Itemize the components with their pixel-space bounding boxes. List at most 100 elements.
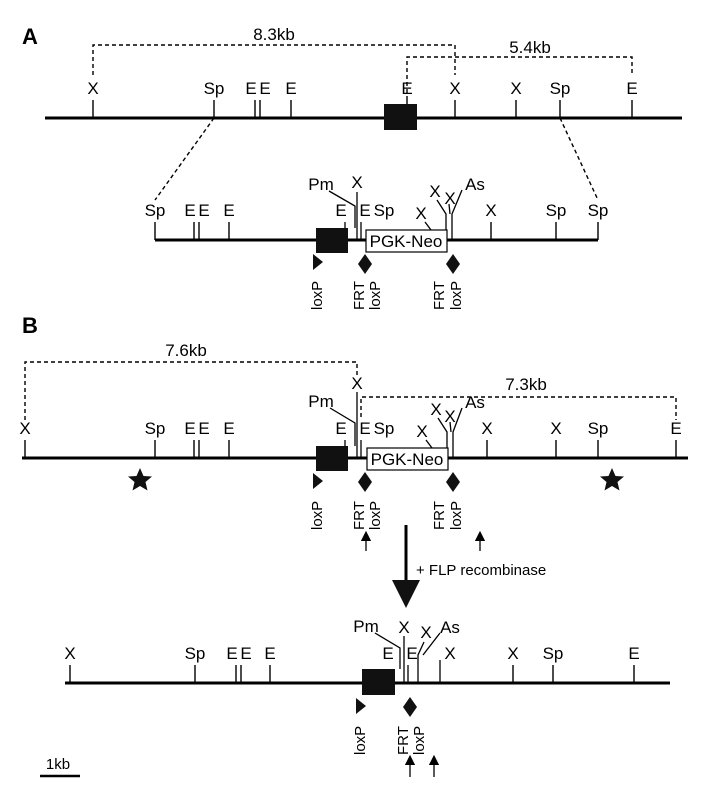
element-label: loxP (367, 281, 384, 310)
flp-arrow-head (392, 580, 420, 608)
site-label: X (507, 644, 518, 663)
site-label: X (444, 407, 455, 426)
loxp-triangle (313, 473, 323, 489)
loxp-triangle (356, 698, 366, 714)
cassette-label: PGK-Neo (370, 232, 443, 251)
site-label: E (626, 79, 637, 98)
site-label: E (184, 201, 195, 220)
scale-bar: 1kb (40, 756, 80, 778)
site-label: Pm (308, 175, 334, 194)
projection-line-right (559, 117, 599, 201)
pgk-neo-cassette (366, 447, 449, 471)
element-label: loxP (352, 726, 369, 755)
site-label: E (359, 419, 370, 438)
site-label: X (351, 374, 362, 393)
element-label: loxP (411, 726, 428, 755)
site-label: As (440, 618, 460, 637)
site-label: E (628, 644, 639, 663)
flp-recombinase-label: + FLP recombinase (416, 562, 546, 579)
site-label: Sp (543, 644, 564, 663)
site-label: E (406, 644, 417, 663)
panel-a-letter: A (22, 24, 38, 49)
element-label: loxP (309, 281, 326, 310)
site-label: As (465, 175, 485, 194)
site-label: Sp (145, 419, 166, 438)
element-label: loxP (448, 281, 465, 310)
site-label: Sp (145, 201, 166, 220)
bracket-8-3kb (92, 44, 456, 75)
distance-label-8-3kb: 8.3kb (253, 25, 295, 44)
bracket-5-4kb (406, 56, 633, 100)
frt-diamond (446, 254, 460, 274)
site-label: Sp (588, 201, 609, 220)
targeted-sites: X Sp E E E Pm X E E Sp X X As X (19, 374, 682, 458)
element-label: FRT (351, 281, 368, 310)
site-label: Sp (550, 79, 571, 98)
site-label: Sp (374, 419, 395, 438)
targeting-vector: PGK-Neo Sp E E E Pm X E E Sp X X As (145, 173, 609, 310)
site-label: E (184, 419, 195, 438)
site-label: X (449, 79, 460, 98)
probe-star-icon (600, 468, 624, 491)
element-label: FRT (351, 501, 368, 530)
site-label: Pm (308, 392, 334, 411)
panel-b: B 7.6kb 7.3kb PGK-Neo X Sp E E E Pm X E (19, 313, 688, 777)
loxp-triangle (313, 254, 323, 270)
exon-box (316, 228, 348, 253)
element-label: loxP (309, 501, 326, 530)
scale-bar-label: 1kb (46, 756, 70, 773)
bracket-7-3kb (360, 396, 677, 420)
distance-label-7-6kb: 7.6kb (165, 341, 207, 360)
site-label: E (240, 644, 251, 663)
site-label: X (19, 419, 30, 438)
site-label: E (285, 79, 296, 98)
distance-label-5-4kb: 5.4kb (509, 38, 551, 57)
exon-box (384, 104, 417, 130)
site-label: X (430, 400, 441, 419)
panel-b-letter: B (22, 313, 38, 338)
bracket-7-6kb (24, 361, 358, 420)
panel-a: A 8.3kb 5.4kb X Sp E E E E X X Sp (22, 24, 682, 310)
site-label: X (416, 422, 427, 441)
site-label: E (198, 419, 209, 438)
projection-line-left (154, 117, 215, 201)
site-label: X (481, 419, 492, 438)
probe-star-icon (128, 468, 152, 491)
distance-label-7-3kb: 7.3kb (505, 375, 547, 394)
frt-diamond (358, 472, 372, 492)
site-label: E (226, 644, 237, 663)
site-label: X (510, 79, 521, 98)
site-label: Sp (185, 644, 206, 663)
frt-diamond (403, 697, 417, 717)
site-label: Sp (374, 201, 395, 220)
site-label: As (465, 393, 485, 412)
frt-diamond (446, 472, 460, 492)
element-label: loxP (448, 501, 465, 530)
wildtype-sites: X Sp E E E E X X Sp E (87, 79, 638, 118)
site-label: E (223, 201, 234, 220)
exon-box (362, 669, 395, 695)
site-label: Sp (546, 201, 567, 220)
site-label: X (485, 201, 496, 220)
site-label: E (264, 644, 275, 663)
site-label: E (259, 79, 270, 98)
site-label: X (87, 79, 98, 98)
site-label: E (359, 201, 370, 220)
site-label: X (64, 644, 75, 663)
element-label: FRT (431, 501, 448, 530)
site-label: X (420, 623, 431, 642)
site-label: E (245, 79, 256, 98)
cassette-label: PGK-Neo (371, 450, 444, 469)
site-label: X (415, 204, 426, 223)
site-label: E (670, 419, 681, 438)
site-label: E (401, 79, 412, 98)
site-label: E (223, 419, 234, 438)
element-label: FRT (431, 281, 448, 310)
site-label: X (351, 173, 362, 192)
site-label: Sp (204, 79, 225, 98)
site-label: Sp (588, 419, 609, 438)
element-label: loxP (367, 501, 384, 530)
element-label: FRT (395, 726, 412, 755)
deleted-allele: X Sp E E E Pm X E E X As X X Sp (64, 617, 670, 777)
